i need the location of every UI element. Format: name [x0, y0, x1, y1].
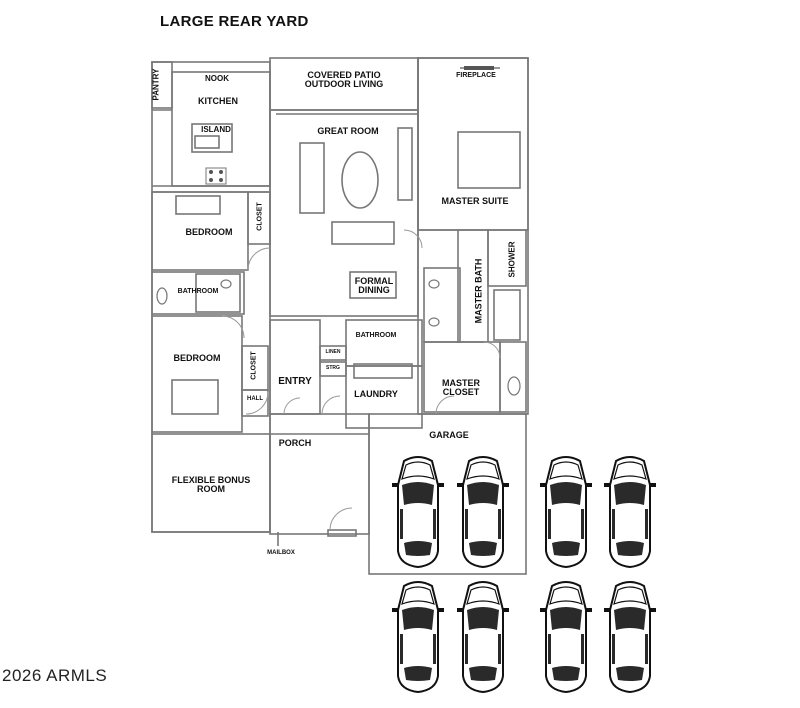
- sofa-icon: [331, 221, 395, 245]
- room-label-linen: LINEN: [325, 349, 341, 355]
- room-label-master-closet: MASTER CLOSET: [442, 378, 480, 398]
- room-label-bedroom-1: BEDROOM: [185, 227, 233, 237]
- sink-icon: [428, 279, 440, 289]
- room-label-great-room: GREAT ROOM: [317, 126, 379, 136]
- car-icon: [392, 456, 444, 569]
- car-icon: [540, 456, 592, 569]
- car-icon: [457, 581, 509, 694]
- page-title: LARGE REAR YARD: [160, 13, 309, 30]
- exterior-wall-east: [417, 57, 529, 415]
- room-label-flex-bonus: FLEXIBLE BONUS ROOM: [171, 475, 251, 495]
- fireplace-icon: [464, 66, 494, 70]
- car-icon: [457, 456, 509, 569]
- stove-icon: [205, 167, 227, 185]
- room-label-porch: PORCH: [278, 438, 312, 448]
- bed-icon: [457, 131, 521, 189]
- mailbox-label: MAILBOX: [267, 550, 295, 556]
- room-label-nook: NOOK: [205, 74, 229, 83]
- toilet-icon: [156, 287, 168, 305]
- room-label-hall: HALL: [247, 396, 263, 402]
- room-label-garage: GARAGE: [429, 430, 469, 440]
- car-icon: [604, 581, 656, 694]
- tub-icon: [493, 289, 521, 341]
- room-label-bathroom-2: BATHROOM: [355, 332, 397, 339]
- room-label-bathroom-1: BATHROOM: [177, 288, 219, 295]
- dining-table-icon: [349, 271, 397, 299]
- copyright-text: 2026 ARMLS: [2, 666, 108, 685]
- room-label-pantry: PANTRY: [151, 68, 161, 101]
- room-label-closet-1: CLOSET: [256, 202, 264, 231]
- bed-icon: [171, 379, 219, 415]
- bed-icon: [175, 195, 221, 215]
- room-label-entry: ENTRY: [278, 376, 312, 387]
- room-label-kitchen: KITCHEN: [198, 96, 238, 106]
- toilet-icon: [507, 376, 521, 396]
- room-label-island: ISLAND: [201, 125, 231, 134]
- sink-icon: [220, 279, 232, 289]
- room-label-closet-2: CLOSET: [250, 351, 258, 380]
- room-label-laundry: LAUNDRY: [354, 389, 398, 399]
- room-label-master-bath: MASTER BATH: [473, 258, 484, 324]
- island-counter: [191, 123, 233, 153]
- room-label-shower: SHOWER: [507, 241, 517, 278]
- room-label-bedroom-2: BEDROOM: [173, 353, 221, 363]
- room-label-master-suite: MASTER SUITE: [441, 196, 509, 206]
- room-label-strg: STRG: [326, 365, 340, 371]
- sink-icon: [428, 317, 440, 327]
- garage-cars: [392, 456, 656, 694]
- room-label-covered-patio: COVERED PATIO OUTDOOR LIVING: [304, 70, 384, 90]
- room-label-fireplace: FIREPLACE: [456, 72, 496, 79]
- coffee-table-icon: [341, 151, 379, 209]
- car-icon: [604, 456, 656, 569]
- car-icon: [392, 581, 444, 694]
- room-label-formal-dining: FORMAL DINING: [354, 276, 394, 296]
- car-icon: [540, 581, 592, 694]
